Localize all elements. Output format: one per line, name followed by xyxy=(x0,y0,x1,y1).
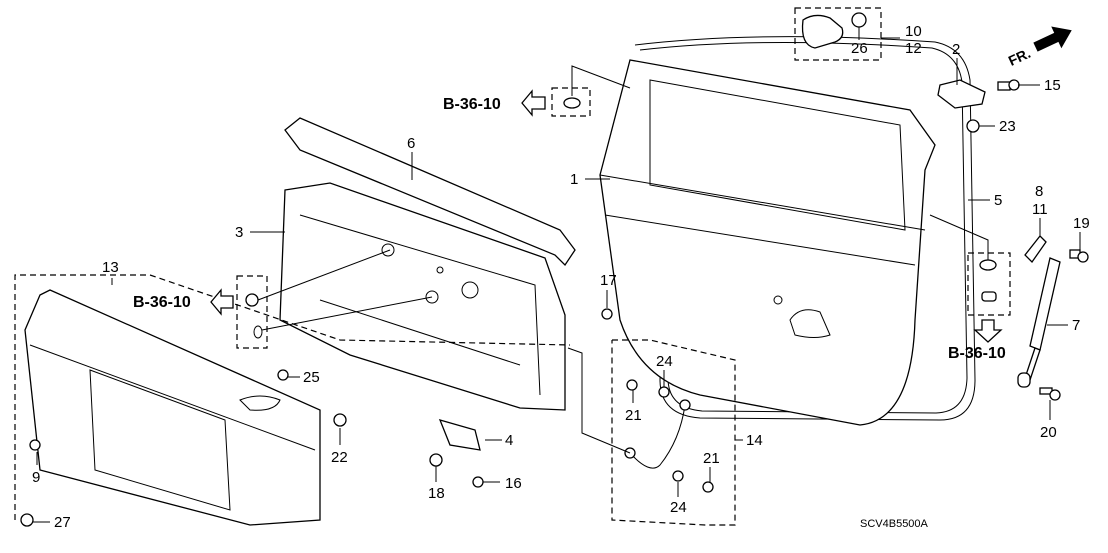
callout-26: 26 xyxy=(851,40,868,57)
callout-22: 22 xyxy=(331,449,348,466)
reference-label[interactable]: B-36-10 xyxy=(948,345,1006,362)
bolt-part xyxy=(1039,387,1061,401)
reference-label[interactable]: B-36-10 xyxy=(443,96,501,113)
bolt-part xyxy=(429,453,443,467)
nut-part xyxy=(333,413,347,427)
clip-part xyxy=(851,12,867,28)
reference-label[interactable]: B-36-10 xyxy=(133,294,191,311)
callout-2: 2 xyxy=(952,41,960,58)
callout-19: 19 xyxy=(1073,215,1090,232)
bolt-part xyxy=(1069,249,1089,263)
callout-7: 7 xyxy=(1072,317,1080,334)
reference-left[interactable]: B-36-10 xyxy=(133,294,191,311)
callout-4: 4 xyxy=(505,432,513,449)
nut-part xyxy=(966,119,980,133)
striker-part xyxy=(438,419,481,451)
inner-panel-part xyxy=(279,182,566,411)
callout-24b: 24 xyxy=(670,499,687,516)
callout-12: 12 xyxy=(905,40,922,57)
front-direction-marker: FR. xyxy=(1006,26,1072,69)
callout-15: 15 xyxy=(1044,77,1061,94)
garnish-group-line xyxy=(14,274,571,520)
bolt-part xyxy=(601,308,613,320)
molding-part xyxy=(284,117,576,267)
hinge-part xyxy=(937,79,986,109)
clip-part xyxy=(245,293,259,307)
bolt-part xyxy=(20,513,34,527)
callout-13: 13 xyxy=(102,259,119,276)
bolt-part xyxy=(997,79,1020,91)
callout-21a: 21 xyxy=(625,407,642,424)
bolt-part xyxy=(472,476,484,488)
callout-9: 9 xyxy=(32,469,40,486)
clip-box-right xyxy=(967,252,1011,316)
callout-27: 27 xyxy=(54,514,71,531)
garnish-part xyxy=(24,289,321,526)
front-label: FR. xyxy=(1006,45,1033,69)
leader-lines xyxy=(33,27,1081,523)
callout-11: 11 xyxy=(1032,201,1048,218)
arrow-left-icon xyxy=(210,288,234,316)
callout-10: 10 xyxy=(905,23,922,40)
reference-right[interactable]: B-36-10 xyxy=(948,345,1006,362)
callout-21b: 21 xyxy=(703,450,720,467)
callout-8: 8 xyxy=(1035,183,1043,200)
callout-3: 3 xyxy=(235,224,243,241)
callout-5: 5 xyxy=(994,192,1002,209)
callout-1: 1 xyxy=(570,171,578,188)
reference-top[interactable]: B-36-10 xyxy=(443,89,546,117)
grommet-part xyxy=(563,97,581,109)
callout-17: 17 xyxy=(600,272,617,289)
callout-14: 14 xyxy=(746,432,763,449)
callout-16: 16 xyxy=(505,475,522,492)
hinge-group-box xyxy=(794,7,882,61)
callout-6: 6 xyxy=(407,135,415,152)
arrow-left-icon xyxy=(521,89,546,117)
callout-23: 23 xyxy=(999,118,1016,135)
callout-20: 20 xyxy=(1040,424,1057,441)
clip-part xyxy=(277,369,289,381)
arrow-down-icon xyxy=(973,319,1003,343)
tailgate-part xyxy=(599,59,936,426)
arrow-right-icon xyxy=(1033,26,1072,52)
callout-25: 25 xyxy=(303,369,320,386)
ground-cable-part xyxy=(629,404,686,469)
hinge-cover-part xyxy=(801,14,844,49)
gas-strut-part xyxy=(1017,257,1061,388)
clip-box-top xyxy=(551,87,591,117)
strut-bracket-part xyxy=(1024,235,1047,264)
clip-part xyxy=(29,439,41,451)
harness-group-box xyxy=(611,339,736,526)
callout-18: 18 xyxy=(428,485,445,502)
clip-box-left xyxy=(236,275,268,349)
diagram-code: SCV4B5500A xyxy=(860,518,929,530)
callout-24a: 24 xyxy=(656,353,673,370)
